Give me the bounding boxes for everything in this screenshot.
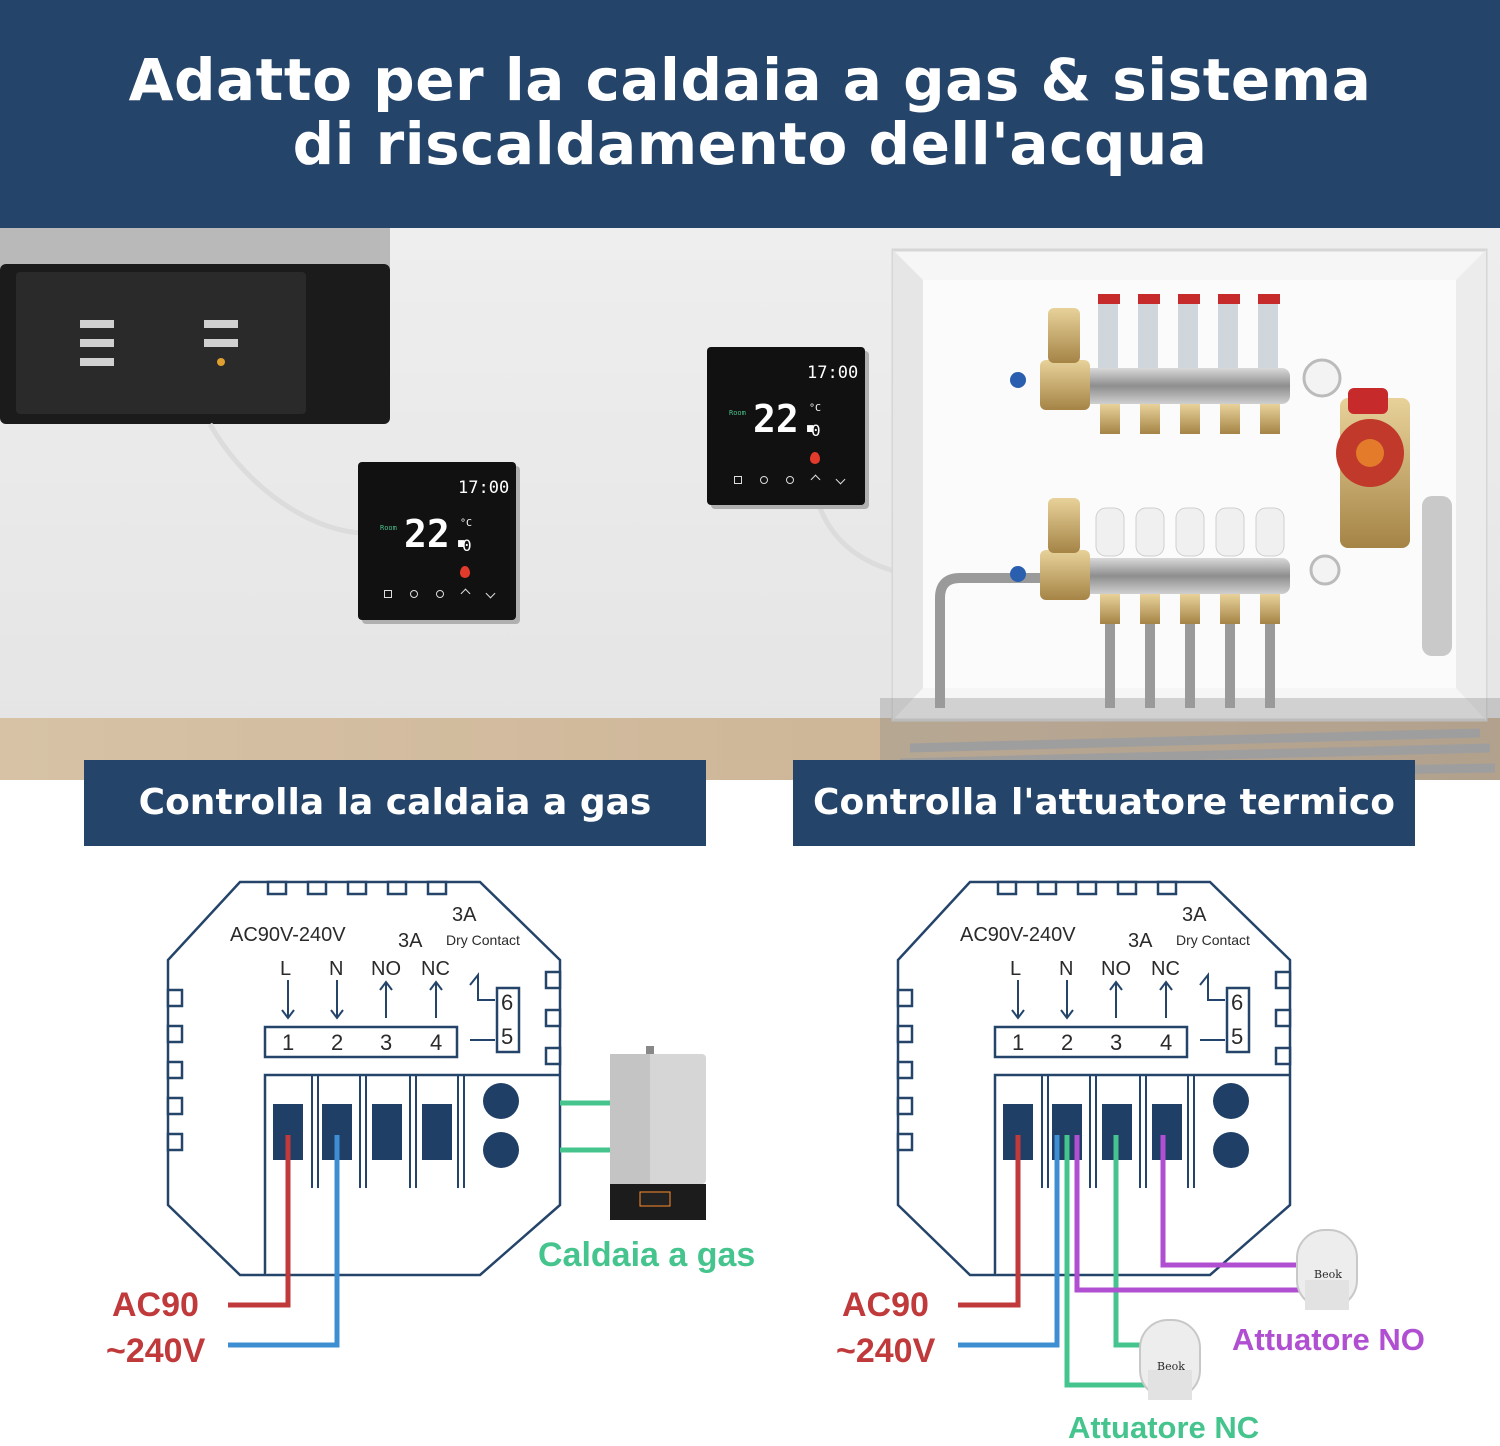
dry-number-6: 6 <box>1231 990 1244 1015</box>
banner-thermal-actuator: Controlla l'attuatore termico <box>793 760 1415 846</box>
down-arrow-icon[interactable] <box>835 474 846 485</box>
terminal-number-1: 1 <box>1012 1030 1025 1055</box>
actuator-nc-brand: Beok <box>1157 1360 1185 1373</box>
title-line-1: Adatto per la caldaia a gas & sistema <box>128 46 1372 114</box>
dry-number-5: 5 <box>501 1024 514 1049</box>
terminal-number-3: 3 <box>380 1030 393 1055</box>
thermostat-right-decimal: 0 <box>811 421 821 440</box>
up-arrow-icon[interactable] <box>810 474 821 485</box>
actuator-nc-label: Attuatore NC <box>1068 1410 1260 1445</box>
terminal-N: N <box>1059 958 1074 980</box>
gas-boiler-label: Caldaia a gas <box>538 1236 756 1274</box>
dry-number-5: 5 <box>1231 1024 1244 1049</box>
terminal-number-4: 4 <box>430 1030 443 1055</box>
actuator-nc-icon <box>1139 1319 1201 1400</box>
installation-scene: 17:00 22. 0 °C Room 17:00 22. 0 °C Room <box>0 228 1500 783</box>
gas-boiler-icon <box>610 1046 706 1220</box>
terminal-NO: NO <box>371 958 401 980</box>
supply-label-line1: AC90 <box>112 1286 199 1324</box>
wiring-diagram-gas-boiler: AC90V-240V 3A 3A Dry Contact L N NO NC 1… <box>0 860 760 1445</box>
thermostat-left-temp: 22. <box>404 512 473 556</box>
thermostat-right-time: 17:00 <box>807 363 859 383</box>
thermostat-right-room: Room <box>729 409 746 417</box>
menu-icon[interactable] <box>734 476 742 484</box>
flame-icon <box>460 566 470 578</box>
current-label: 3A <box>398 930 423 952</box>
thermostat-right-temp: 22. <box>753 397 822 441</box>
wiring-drawing-left <box>166 880 706 1348</box>
power-icon[interactable] <box>786 476 794 484</box>
actuator-no-icon <box>1296 1229 1358 1310</box>
thermostat-left-room: Room <box>380 524 397 532</box>
thermostat-right-buttons <box>734 474 846 485</box>
menu-icon[interactable] <box>384 590 392 598</box>
actuator-no-brand: Beok <box>1314 1268 1342 1281</box>
wiring-diagram-actuator: Beok Beok AC90V-240V 3A 3A Dry Contact L… <box>730 860 1500 1445</box>
supply-label-line2: ~240V <box>106 1332 206 1370</box>
terminal-number-2: 2 <box>331 1030 344 1055</box>
current-label: 3A <box>1128 930 1153 952</box>
supply-label-line1: AC90 <box>842 1286 929 1324</box>
terminal-L: L <box>280 958 292 980</box>
dry-contact-label: Dry Contact <box>446 932 520 948</box>
thermostat-left-time: 17:00 <box>458 478 510 498</box>
terminal-NC: NC <box>1151 958 1180 980</box>
wiring-drawing-right <box>896 880 1358 1400</box>
thermostat-left-unit: °C <box>460 518 473 529</box>
terminal-number-3: 3 <box>1110 1030 1123 1055</box>
thermostat-left-buttons <box>384 588 496 599</box>
terminal-N: N <box>329 958 344 980</box>
terminal-L: L <box>1010 958 1022 980</box>
header-banner: Adatto per la caldaia a gas & sistema di… <box>0 0 1500 228</box>
down-arrow-icon[interactable] <box>485 588 496 599</box>
clock-icon[interactable] <box>410 590 418 598</box>
title-line-2: di riscaldamento dell'acqua <box>292 110 1208 178</box>
terminal-NC: NC <box>421 958 450 980</box>
scene-illustration <box>0 228 1500 783</box>
dry-number-6: 6 <box>501 990 514 1015</box>
terminal-number-4: 4 <box>1160 1030 1173 1055</box>
power-icon[interactable] <box>436 590 444 598</box>
actuator-no-label: Attuatore NO <box>1232 1322 1425 1357</box>
flame-icon <box>810 452 820 464</box>
power-label: AC90V-240V <box>230 924 346 946</box>
up-arrow-icon[interactable] <box>460 588 471 599</box>
dry-current-label: 3A <box>1182 904 1207 926</box>
terminal-number-1: 1 <box>282 1030 295 1055</box>
banner-gas-boiler: Controlla la caldaia a gas <box>84 760 706 846</box>
terminal-NO: NO <box>1101 958 1131 980</box>
clock-icon[interactable] <box>760 476 768 484</box>
terminal-number-2: 2 <box>1061 1030 1074 1055</box>
supply-label-line2: ~240V <box>836 1332 936 1370</box>
thermostat-right-unit: °C <box>809 403 822 414</box>
dry-contact-label: Dry Contact <box>1176 932 1250 948</box>
power-label: AC90V-240V <box>960 924 1076 946</box>
dry-current-label: 3A <box>452 904 477 926</box>
thermostat-left-decimal: 0 <box>462 536 472 555</box>
